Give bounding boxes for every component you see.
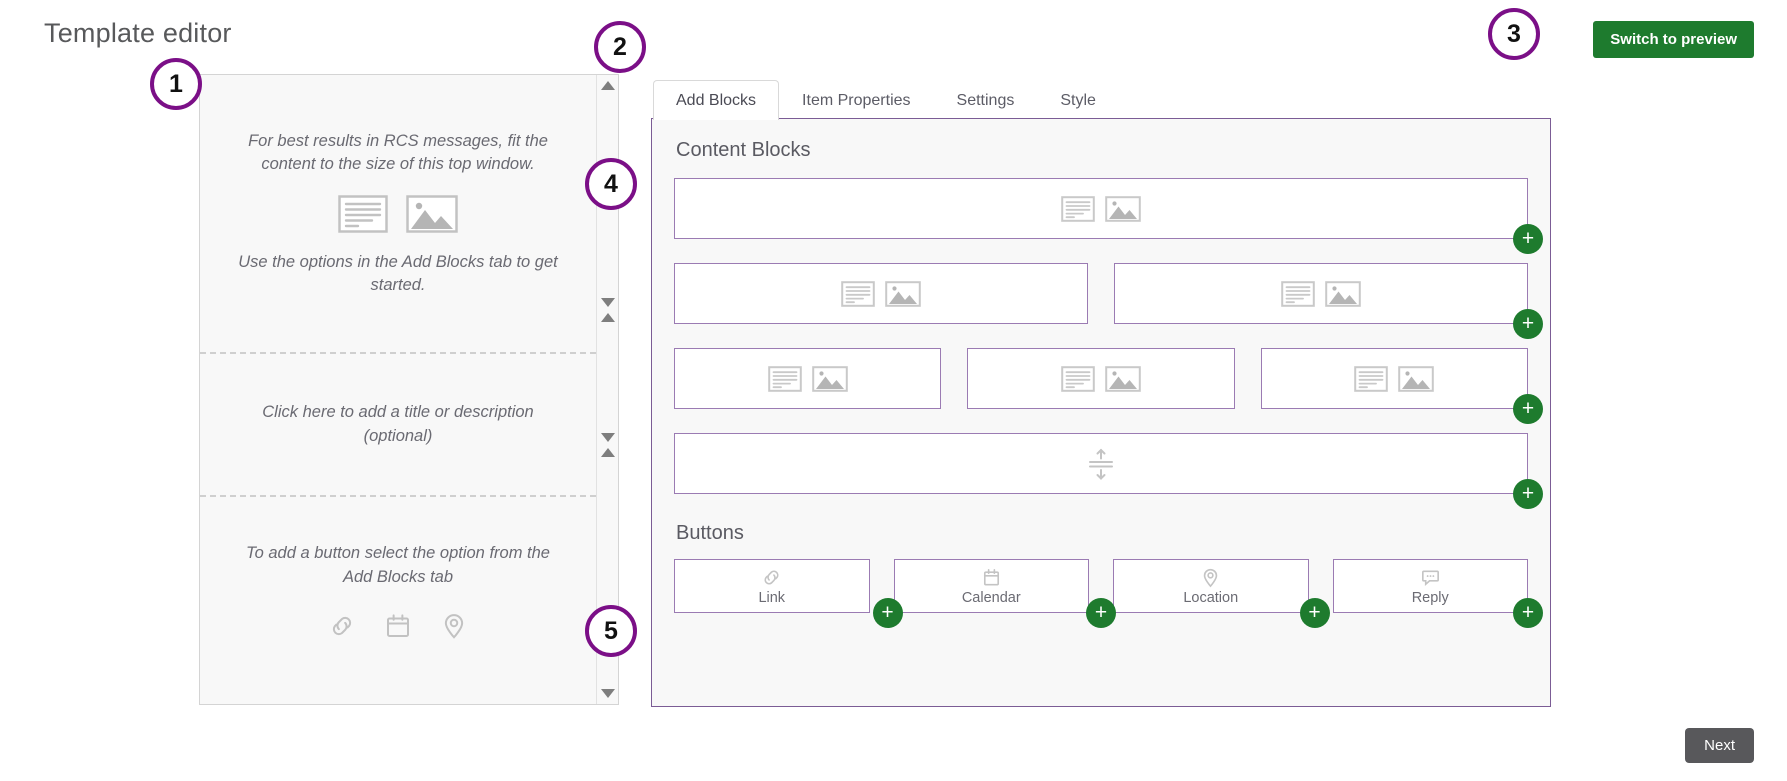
add-two-column-block-button[interactable]: +: [1513, 309, 1543, 339]
button-option-location[interactable]: Location: [1113, 559, 1309, 613]
add-link-button[interactable]: +: [872, 598, 903, 628]
image-icon: [1105, 365, 1141, 392]
button-option-calendar-label: Calendar: [961, 590, 1021, 607]
next-button[interactable]: Next: [1685, 728, 1754, 763]
two-column-block-option-right[interactable]: [1114, 263, 1528, 324]
add-three-column-block-button[interactable]: +: [1513, 394, 1543, 424]
tab-style[interactable]: Style: [1060, 92, 1096, 109]
scroll-down-arrow-bottom[interactable]: [600, 689, 615, 698]
location-icon: [1199, 566, 1222, 589]
annotation-badge-4: 4: [585, 158, 637, 210]
scroll-down-arrow-2[interactable]: [600, 433, 615, 442]
buttons-title: Buttons: [676, 522, 744, 544]
text-icon: [1354, 365, 1389, 392]
location-icon: [439, 611, 469, 641]
button-option-link-label: Link: [758, 590, 786, 607]
text-icon: [767, 365, 802, 392]
preview-bottom-text: To add a button select the option from t…: [246, 544, 550, 586]
preview-top-hint: Use the options in the Add Blocks tab to…: [238, 252, 558, 294]
image-icon: [406, 194, 458, 233]
preview-top-icons: [338, 194, 458, 233]
image-icon: [1325, 280, 1361, 307]
one-column-block-option[interactable]: [674, 178, 1528, 239]
editor-tabs: Add Blocks Item Properties Settings Styl…: [653, 79, 1119, 120]
tab-settings[interactable]: Settings: [956, 92, 1015, 109]
image-icon: [1105, 195, 1141, 222]
calendar-icon: [383, 611, 413, 641]
switch-to-preview-button[interactable]: Switch to preview: [1593, 21, 1754, 58]
annotation-badge-3: 3: [1488, 8, 1540, 60]
text-icon: [1281, 280, 1315, 307]
preview-buttons-section[interactable]: To add a button select the option from t…: [200, 497, 596, 704]
scroll-down-arrow-1[interactable]: [600, 298, 615, 307]
scroll-up-arrow-3[interactable]: [600, 448, 615, 457]
preview-bottom-icons: [327, 611, 469, 641]
add-blocks-panel: Content Blocks: [651, 118, 1551, 707]
three-column-block-option-3[interactable]: [1260, 348, 1528, 409]
add-reply-button[interactable]: +: [1513, 598, 1543, 628]
add-divider-block-button[interactable]: +: [1513, 479, 1543, 509]
calendar-icon: [980, 566, 1003, 589]
link-icon: [327, 611, 357, 641]
content-blocks-title: Content Blocks: [676, 139, 811, 161]
scroll-up-arrow-top[interactable]: [600, 81, 615, 90]
divider-icon: [1086, 447, 1116, 481]
preview-scrollbar[interactable]: [596, 75, 618, 704]
button-options-row: Link + Calendar +: [674, 559, 1543, 628]
button-option-reply-label: Reply: [1411, 590, 1449, 607]
button-option-link[interactable]: Link: [674, 559, 870, 613]
preview-body: For best results in RCS messages, fit th…: [200, 75, 596, 704]
message-preview-panel: For best results in RCS messages, fit th…: [199, 74, 619, 705]
button-option-location-label: Location: [1183, 590, 1239, 607]
text-icon: [841, 280, 875, 307]
preview-top-text: For best results in RCS messages, fit th…: [248, 131, 548, 174]
tab-item-properties[interactable]: Item Properties: [802, 92, 911, 109]
text-icon: [1061, 195, 1095, 222]
divider-block-option[interactable]: [674, 433, 1528, 494]
content-block-row-two-column: +: [674, 263, 1543, 339]
three-column-block-option-2[interactable]: [967, 348, 1235, 409]
image-icon: [885, 280, 921, 307]
tab-add-blocks[interactable]: Add Blocks: [653, 80, 780, 120]
content-block-row-divider: +: [674, 433, 1543, 509]
text-icon: [1061, 365, 1095, 392]
page-title: Template editor: [44, 18, 232, 48]
annotation-badge-5: 5: [585, 605, 637, 657]
text-icon: [338, 194, 388, 233]
reply-icon: [1419, 566, 1442, 589]
button-option-calendar[interactable]: Calendar: [893, 559, 1089, 613]
add-location-button[interactable]: +: [1299, 598, 1330, 628]
preview-content-section[interactable]: For best results in RCS messages, fit th…: [200, 75, 596, 352]
image-icon: [1398, 365, 1435, 392]
link-icon: [760, 566, 783, 589]
image-icon: [811, 365, 848, 392]
add-calendar-button[interactable]: +: [1086, 598, 1116, 628]
add-one-column-block-button[interactable]: +: [1513, 224, 1543, 254]
three-column-block-option-1[interactable]: [674, 348, 942, 409]
annotation-badge-2: 2: [594, 21, 646, 73]
preview-title-section[interactable]: Click here to add a title or description…: [200, 352, 596, 497]
preview-middle-text: Click here to add a title or description…: [262, 403, 534, 445]
content-block-row-one-column: +: [674, 178, 1543, 254]
annotation-badge-1: 1: [150, 58, 202, 110]
scroll-up-arrow-2[interactable]: [600, 313, 615, 322]
content-block-row-three-column: +: [674, 348, 1543, 424]
button-option-reply[interactable]: Reply: [1332, 559, 1528, 613]
two-column-block-option-left[interactable]: [674, 263, 1088, 324]
